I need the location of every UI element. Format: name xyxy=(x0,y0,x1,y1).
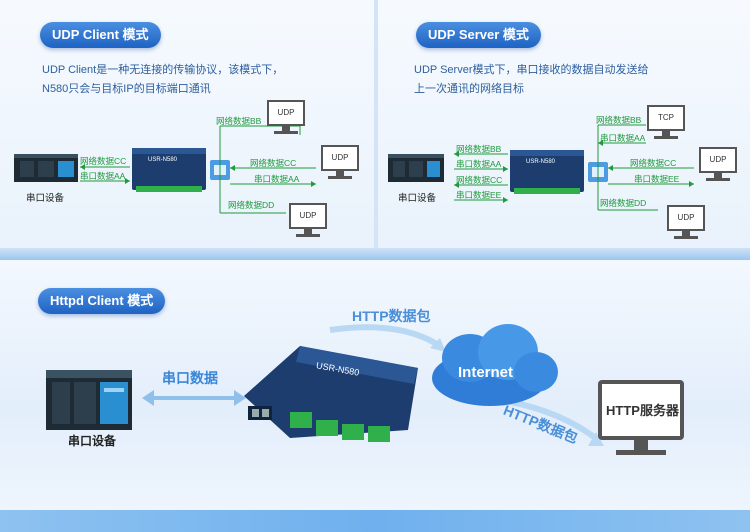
device-name: USR-N580 xyxy=(148,157,178,163)
serial-device-caption: 串口设备 xyxy=(398,193,437,204)
vertical-divider xyxy=(374,0,378,248)
udp-client-title: UDP Client 模式 xyxy=(40,22,161,48)
horizontal-divider xyxy=(0,248,750,260)
serial-device-caption: 串口设备 xyxy=(68,434,117,448)
udp-client-diagram xyxy=(14,100,359,237)
label-right-1: 网络数据CC xyxy=(250,158,297,168)
monitor-icon xyxy=(289,203,327,237)
monitor-icon xyxy=(647,105,685,139)
plc-device-icon xyxy=(14,154,78,182)
n580-device-icon xyxy=(244,346,418,442)
udp-server-desc-2: 上一次通讯的网络目标 xyxy=(414,83,524,95)
label-right-3: 网络数据DD xyxy=(228,200,275,210)
httpd-client-panel: Httpd Client 模式 xyxy=(0,260,750,510)
label-right-3: 串口数据EE xyxy=(634,174,680,184)
label-right-4: 网络数据DD xyxy=(600,198,647,208)
monitor-label: TCP xyxy=(658,113,674,122)
udp-client-desc-1: UDP Client是一种无连接的传输协议，该模式下， xyxy=(42,64,284,76)
label-left-1: 串口数据AA xyxy=(80,171,126,181)
label-right-2: 串口数据AA xyxy=(254,174,300,184)
udp-client-panel: UDP Client 模式 UDP Client是一种无连接的传输协议，该模式下… xyxy=(0,0,374,248)
label-left-0: 网络数据BB xyxy=(456,144,502,154)
serial-device-caption: 串口设备 xyxy=(26,193,65,204)
monitor-icon xyxy=(667,205,705,239)
monitor-label: UDP xyxy=(299,211,317,220)
serial-data-label: 串口数据 xyxy=(162,370,218,386)
label-right-0: 网络数据BB xyxy=(596,115,642,125)
plc-device-icon xyxy=(46,370,132,430)
monitor-icon xyxy=(267,100,305,134)
cloud-icon xyxy=(432,324,558,406)
n580-device-icon xyxy=(510,150,584,194)
udp-server-diagram xyxy=(388,105,737,239)
udp-client-desc-2: N580只会与目标IP的目标端口通讯 xyxy=(42,83,211,95)
monitor-icon xyxy=(321,145,359,179)
monitor-label: UDP xyxy=(331,153,349,162)
label-right-1: 串口数据AA xyxy=(600,133,646,143)
http-server-label: HTTP服务器 xyxy=(606,403,679,418)
plc-device-icon xyxy=(388,154,444,182)
monitor-label: UDP xyxy=(709,155,727,164)
monitor-label: UDP xyxy=(677,213,695,222)
monitor-icon xyxy=(699,147,737,181)
label-right-2: 网络数据CC xyxy=(630,158,677,168)
internet-label: Internet xyxy=(458,364,514,381)
footer-bar xyxy=(0,510,750,532)
udp-server-title: UDP Server 模式 xyxy=(416,22,541,48)
server-monitor-icon xyxy=(598,380,684,455)
label-left-0: 网络数据CC xyxy=(80,156,127,166)
n580-device-icon xyxy=(132,148,206,192)
label-left-3: 串口数据EE xyxy=(456,190,502,200)
monitor-label: UDP xyxy=(277,108,295,117)
label-right-0: 网络数据BB xyxy=(216,116,262,126)
label-left-2: 网络数据CC xyxy=(456,175,503,185)
http-packet-top: HTTP数据包 xyxy=(352,308,431,324)
device-name: USR-N580 xyxy=(526,159,556,165)
udp-server-desc-1: UDP Server模式下，串口接收的数据自动发送给 xyxy=(414,64,649,76)
httpd-client-diagram xyxy=(46,324,684,455)
label-left-1: 串口数据AA xyxy=(456,159,502,169)
udp-server-panel: UDP Server 模式 UDP Server模式下，串口接收的数据自动发送给… xyxy=(378,0,750,248)
httpd-client-title: Httpd Client 模式 xyxy=(38,288,166,314)
